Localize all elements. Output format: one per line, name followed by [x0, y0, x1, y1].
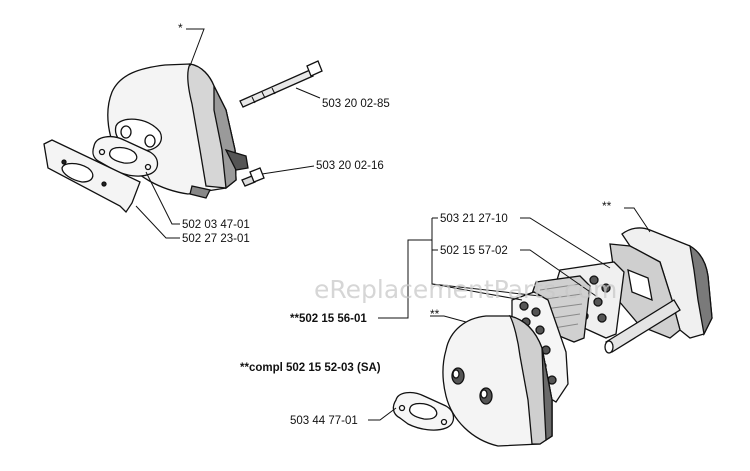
label-screw-small: 503 20 02-16	[316, 160, 384, 172]
small-screw	[241, 167, 265, 187]
marker-single-asterisk: *	[178, 21, 183, 35]
marker-double-asterisk-left: **	[430, 307, 440, 321]
marker-double-asterisk-right: **	[602, 199, 612, 213]
gasket-bottom	[392, 391, 455, 431]
long-bolt	[239, 60, 323, 108]
label-heat-shield: 502 27 23-01	[182, 233, 250, 245]
watermark: eReplacementParts.com	[314, 275, 617, 304]
label-gasket-b: 503 44 77-01	[290, 415, 358, 427]
leader-lines	[135, 28, 651, 421]
gasket-left	[92, 135, 159, 177]
label-gasket-a: 502 03 47-01	[182, 219, 250, 231]
heat-shield-plate	[43, 139, 141, 214]
label-complete: **compl 502 15 52-03 (SA)	[240, 362, 381, 374]
label-screen: 502 15 57-02	[440, 245, 508, 257]
label-part-right-top: 503 21 27-10	[440, 213, 508, 225]
muffler-body-front	[442, 315, 553, 447]
label-assembly: **502 15 56-01	[290, 313, 367, 325]
tube-right	[604, 299, 681, 354]
label-bolt-long: 503 20 02-85	[322, 98, 390, 110]
